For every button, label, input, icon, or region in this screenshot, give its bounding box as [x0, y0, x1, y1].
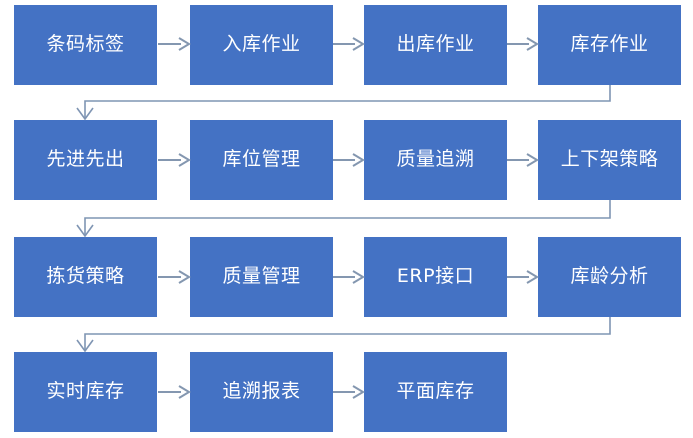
flow-node-n3[interactable]: 出库作业 [364, 5, 507, 85]
flow-node-label: 上下架策略 [560, 148, 659, 171]
flow-node-n5[interactable]: 先进先出 [14, 120, 157, 200]
flow-arrow-right-a1 [158, 35, 191, 53]
flow-node-label: 库龄分析 [570, 265, 649, 288]
flow-arrow-right-a3 [507, 35, 539, 53]
flow-node-label: 质量追溯 [396, 148, 475, 171]
flow-node-n8[interactable]: 上下架策略 [538, 120, 681, 200]
flow-node-n2[interactable]: 入库作业 [190, 5, 333, 85]
flow-arrow-right-a10 [158, 383, 191, 401]
flow-connector-c3 [73, 315, 622, 356]
flow-connector-c1 [73, 83, 622, 124]
flow-connector-c2 [73, 198, 622, 241]
flow-arrow-right-a7 [158, 268, 191, 286]
flow-node-n1[interactable]: 条码标签 [14, 5, 157, 85]
flow-arrow-right-a9 [507, 268, 539, 286]
flow-arrow-right-a4 [158, 151, 191, 169]
flow-node-label: 拣货策略 [46, 265, 125, 288]
flow-node-label: 质量管理 [222, 265, 301, 288]
flow-node-label: 平面库存 [396, 380, 475, 403]
flow-node-label: 库存作业 [570, 33, 649, 56]
flow-node-n11[interactable]: ERP接口 [364, 237, 507, 317]
flow-node-label: 条码标签 [46, 33, 125, 56]
flow-node-n14[interactable]: 追溯报表 [190, 352, 333, 432]
flow-node-label: 追溯报表 [222, 380, 301, 403]
flow-arrow-right-a5 [333, 151, 365, 169]
flow-node-n9[interactable]: 拣货策略 [14, 237, 157, 317]
flow-node-label: 入库作业 [222, 33, 301, 56]
flow-arrow-right-a2 [333, 35, 365, 53]
flow-arrow-right-a6 [507, 151, 539, 169]
flow-node-n10[interactable]: 质量管理 [190, 237, 333, 317]
flow-node-n13[interactable]: 实时库存 [14, 352, 157, 432]
flow-node-label: 库位管理 [222, 148, 301, 171]
flow-node-n7[interactable]: 质量追溯 [364, 120, 507, 200]
flow-node-n15[interactable]: 平面库存 [364, 352, 507, 432]
flow-arrow-right-a11 [333, 383, 365, 401]
flow-node-label: 先进先出 [46, 148, 125, 171]
flow-node-label: ERP接口 [396, 265, 475, 288]
flow-arrow-right-a8 [333, 268, 365, 286]
flow-node-n4[interactable]: 库存作业 [538, 5, 681, 85]
flow-node-n12[interactable]: 库龄分析 [538, 237, 681, 317]
flow-node-label: 出库作业 [396, 33, 475, 56]
flow-node-n6[interactable]: 库位管理 [190, 120, 333, 200]
flow-node-label: 实时库存 [46, 380, 125, 403]
